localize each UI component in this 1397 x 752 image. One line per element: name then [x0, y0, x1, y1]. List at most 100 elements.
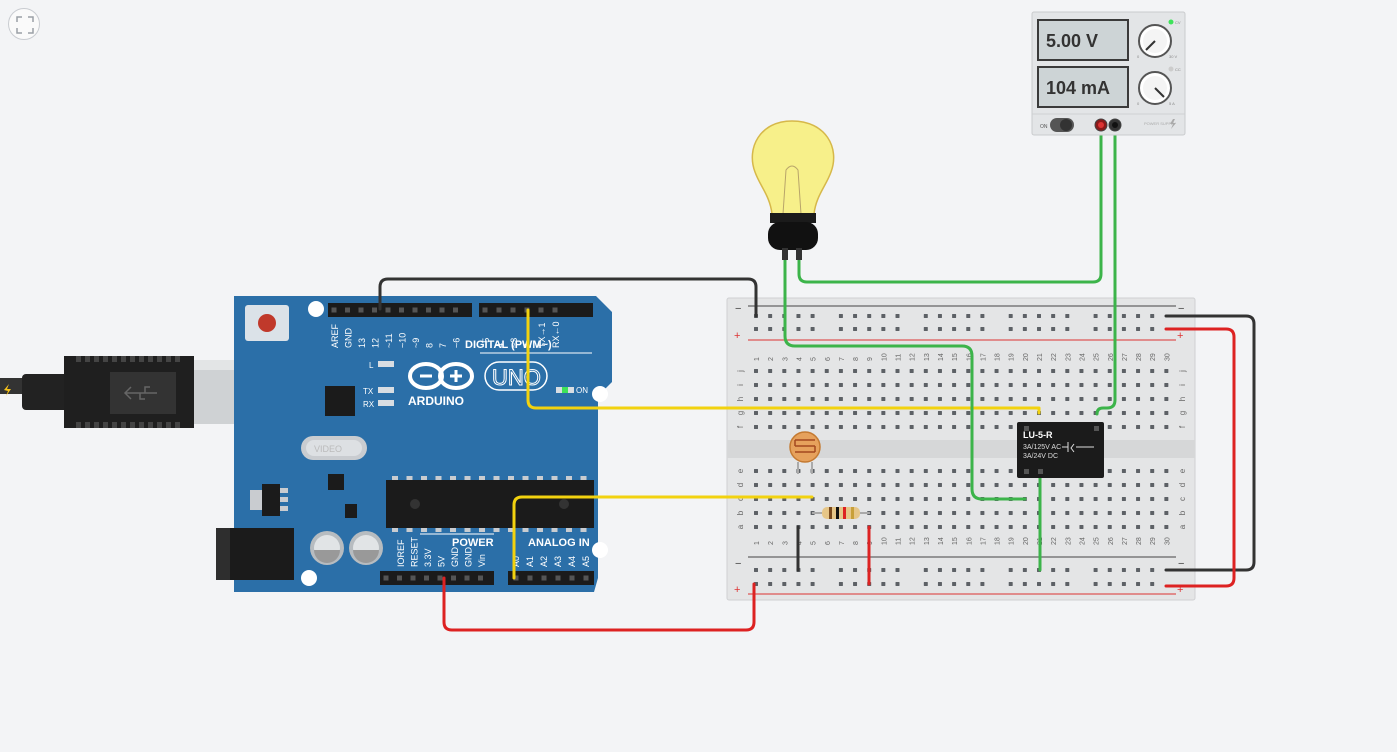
wire-green-bulb-relay[interactable] — [783, 256, 1027, 501]
breadboard-column-label: 24 — [1079, 353, 1086, 361]
breadboard-column-label: 29 — [1150, 353, 1157, 361]
breadboard-column-label: 5 — [811, 541, 818, 545]
wires[interactable] — [378, 123, 1256, 632]
breadboard-column-label: 19 — [1009, 353, 1016, 361]
digital-pin-label: TX→1 — [537, 322, 547, 348]
breadboard-column-label: 18 — [995, 537, 1002, 545]
breadboard-column-label: 30 — [1164, 353, 1171, 361]
breadboard-column-label: 20 — [1023, 353, 1030, 361]
digital-pin-label: AREF — [330, 323, 340, 348]
breadboard-column-label: 26 — [1108, 537, 1115, 545]
light-bulb[interactable] — [751, 120, 835, 260]
fit-view-button[interactable] — [8, 8, 40, 40]
wire-black-gnd[interactable] — [378, 277, 758, 318]
breadboard-column-label: 8 — [853, 357, 860, 361]
breadboard-column-label: 16 — [966, 353, 973, 361]
breadboard-column-label: 3 — [782, 541, 789, 545]
breadboard-row-label: e — [1178, 468, 1187, 473]
cv-label: CV — [1175, 20, 1181, 25]
digital-pin-label: 12 — [371, 338, 381, 348]
usb-icon — [123, 386, 157, 400]
breadboard-column-label: 23 — [1065, 353, 1072, 361]
rail-minus-bottom-right: − — [1178, 558, 1184, 570]
breadboard-column-label: 2 — [768, 357, 775, 361]
digital-pin-label: ~3 — [509, 338, 519, 348]
cc-label: CC — [1175, 67, 1181, 72]
breadboard-column-label: 19 — [1009, 537, 1016, 545]
digital-pin-label: ~6 — [452, 338, 462, 348]
breadboard-column-label: 6 — [825, 357, 832, 361]
crystal-label: VIDEO — [314, 444, 342, 454]
breadboard-column-label: 14 — [938, 537, 945, 545]
uno-model: UNO — [492, 365, 541, 390]
breadboard-column-label: 17 — [980, 537, 987, 545]
breadboard-row-label: b — [736, 510, 745, 515]
wire-black-rails[interactable] — [1164, 314, 1256, 572]
breadboard-row-label: h — [736, 397, 745, 401]
breadboard-column-label: 21 — [1037, 353, 1044, 361]
breadboard-row-label: d — [736, 483, 745, 487]
breadboard-row-label: b — [1178, 510, 1187, 515]
digital-pwm-label: DIGITAL (PWM~) — [465, 339, 552, 351]
resistor[interactable] — [812, 507, 870, 519]
fit-view-icon — [16, 16, 34, 34]
digital-pin-label: RX←0 — [551, 321, 561, 348]
pin-label: A4 — [567, 556, 577, 567]
voltage-knob-min: 0 — [1137, 54, 1140, 59]
breadboard-column-label: 14 — [938, 353, 945, 361]
psu-brand: POWER SUPPLY — [1144, 121, 1176, 126]
dc-power-supply[interactable]: 5.00 V 104 mA CV CC 0 30 V 0 5 A ON POWE… — [1031, 11, 1186, 136]
wire-yellow-digital[interactable] — [526, 308, 1041, 415]
breadboard-row-label: f — [736, 425, 745, 428]
rail-minus-top-right: − — [1178, 303, 1184, 315]
lightning-icon — [4, 384, 11, 396]
breadboard-column-label: 9 — [867, 357, 874, 361]
wire-yellow-analog[interactable] — [512, 495, 814, 580]
breadboard-column-label: 15 — [952, 537, 959, 545]
digital-pin-label: ~11 — [384, 333, 394, 348]
led-on-label: ON — [576, 386, 588, 395]
breadboard-column-label: 25 — [1094, 537, 1101, 545]
breadboard-column-label: 7 — [839, 357, 846, 361]
breadboard-row-label: j — [1178, 370, 1187, 373]
breadboard-row-label: a — [1178, 524, 1187, 529]
breadboard-column-label: 4 — [796, 541, 803, 545]
rail-plus-bottom-left: + — [734, 584, 740, 596]
wire-red-rails[interactable] — [1164, 327, 1236, 588]
wire-red-5v[interactable] — [442, 576, 756, 632]
digital-pin-label: ~5 — [481, 338, 491, 348]
breadboard-column-label: 7 — [839, 541, 846, 545]
breadboard-column-label: 30 — [1164, 537, 1171, 545]
rail-plus-bottom-right: + — [1177, 584, 1183, 596]
rail-minus-bottom-left: − — [735, 558, 741, 570]
breadboard-column-label: 26 — [1108, 353, 1115, 361]
breadboard-column-label: 1 — [754, 541, 761, 545]
pin-label: A5 — [581, 556, 591, 567]
pin-label: Vin — [477, 554, 487, 567]
breadboard-column-label: 18 — [995, 353, 1002, 361]
breadboard-column-label: 28 — [1136, 537, 1143, 545]
wire-green-psu-relay[interactable] — [1095, 123, 1117, 416]
breadboard-column-label: 2 — [768, 541, 775, 545]
photoresistor[interactable] — [789, 431, 821, 474]
relay-lu-5-r[interactable]: LU-5-R 3A/125V AC 3A/24V DC — [1017, 422, 1104, 478]
digital-pin-label: 13 — [357, 338, 367, 348]
breadboard-column-label: 22 — [1051, 537, 1058, 545]
relay-rating-dc: 3A/24V DC — [1023, 453, 1058, 460]
voltage-display: 5.00 V — [1046, 31, 1098, 51]
digital-pin-label: ~10 — [398, 333, 408, 348]
pin-label: A1 — [525, 556, 535, 567]
breadboard[interactable]: − + − + − + − + 112233445566778899101011… — [726, 297, 1196, 601]
pin-label: A0 — [511, 556, 521, 567]
breadboard-column-label: 22 — [1051, 353, 1058, 361]
current-display: 104 mA — [1046, 78, 1110, 98]
breadboard-column-label: 24 — [1079, 537, 1086, 545]
breadboard-column-label: 11 — [896, 538, 903, 545]
led-l-label: L — [369, 361, 374, 370]
breadboard-column-label: 13 — [924, 537, 931, 545]
wire-green-bulb-psu[interactable] — [797, 123, 1103, 284]
digital-pin-label: 7 — [438, 343, 448, 348]
breadboard-column-label: 17 — [980, 353, 987, 361]
